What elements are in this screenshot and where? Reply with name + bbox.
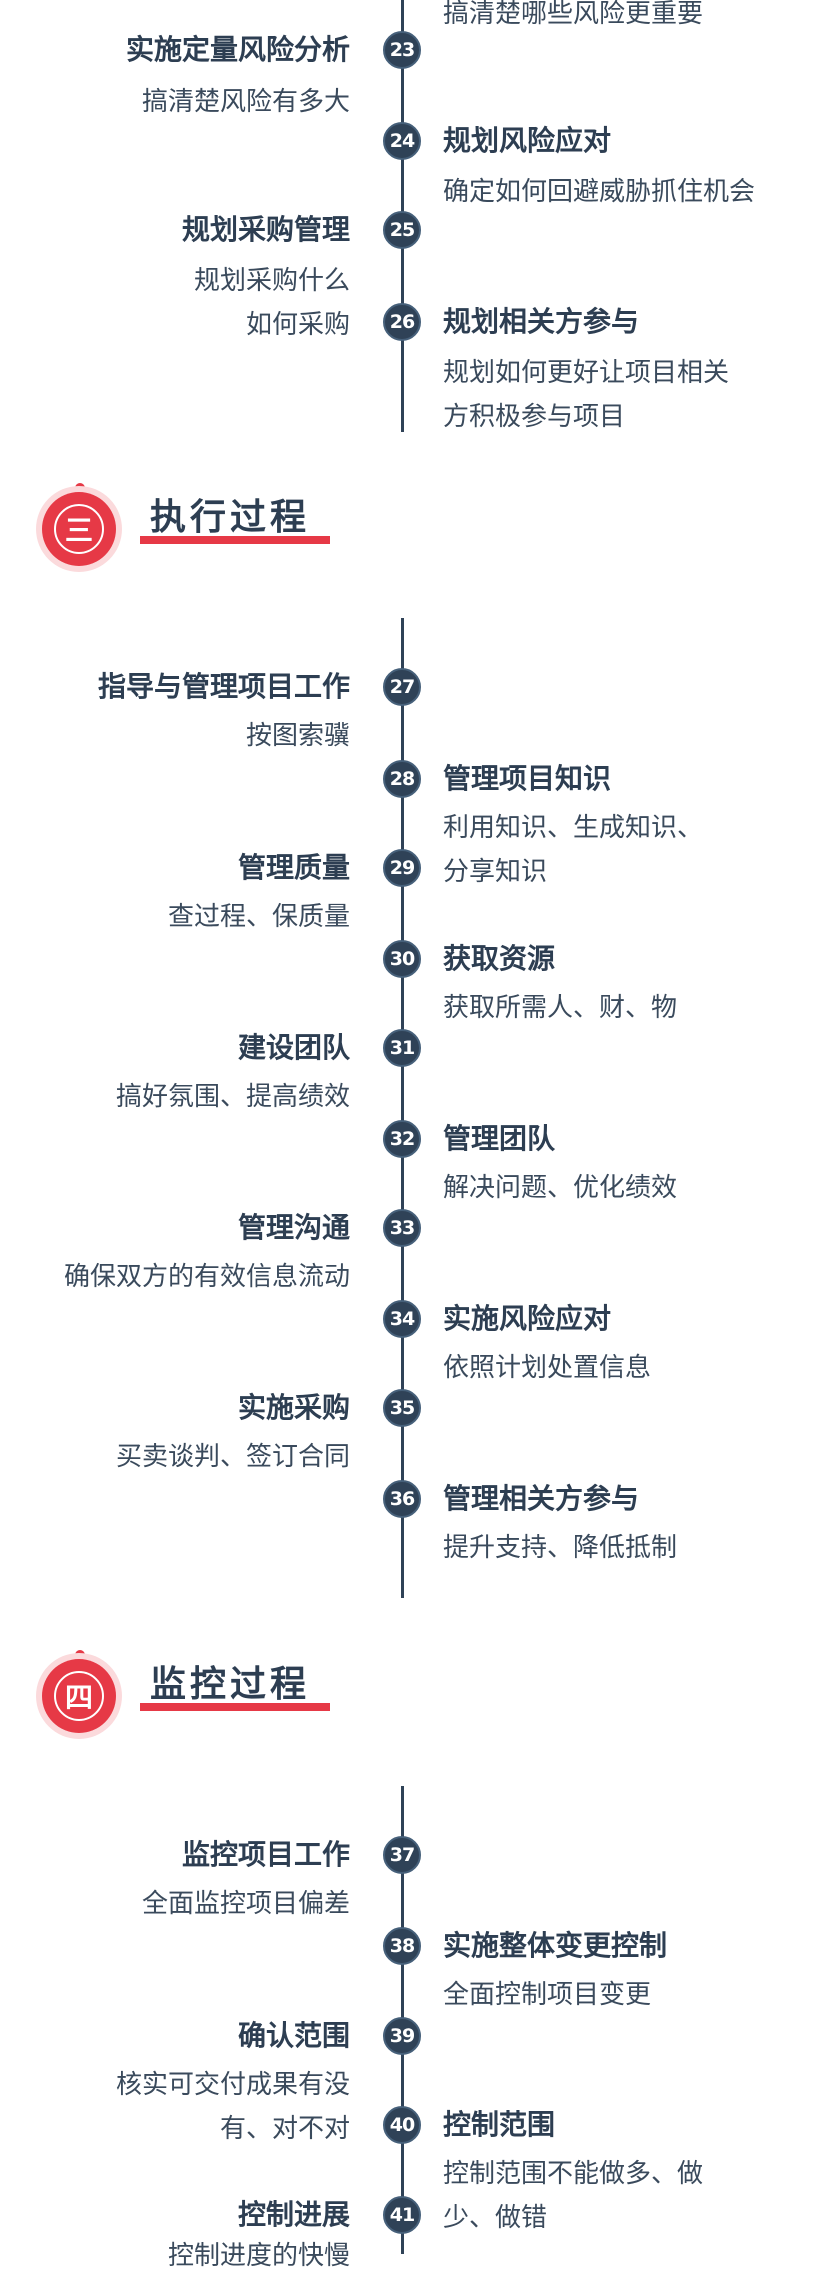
node-35: 35 xyxy=(383,1389,421,1427)
item-37-desc: 全面监控项目偏差 xyxy=(141,1889,350,1919)
node-26: 26 xyxy=(383,303,421,341)
item-41-title: 控制进展 xyxy=(237,2198,350,2231)
section-four-badge: 四 xyxy=(42,1659,116,1733)
item-25-title: 规划采购管理 xyxy=(181,213,350,246)
node-40: 40 xyxy=(383,2106,421,2144)
section-three-title: 执行过程 xyxy=(150,497,311,538)
item-22-desc: 搞清楚哪些风险更重要 xyxy=(443,0,704,29)
node-30: 30 xyxy=(383,940,421,978)
node-25: 25 xyxy=(383,211,421,249)
item-23-title: 实施定量风险分析 xyxy=(125,33,350,66)
node-34: 34 xyxy=(383,1300,421,1338)
item-31-desc: 搞好氛围、提高绩效 xyxy=(115,1082,350,1112)
item-25-desc: 规划采购什么 如何采购 xyxy=(193,266,350,340)
item-37-title: 监控项目工作 xyxy=(181,1838,350,1871)
node-37: 37 xyxy=(383,1836,421,1874)
node-36: 36 xyxy=(383,1480,421,1518)
section-three-underline xyxy=(140,536,330,544)
node-41: 41 xyxy=(383,2196,421,2234)
item-27-title: 指导与管理项目工作 xyxy=(97,670,350,703)
item-29-title: 管理质量 xyxy=(237,851,350,884)
item-39-desc: 核实可交付成果有没 有、对不对 xyxy=(115,2070,350,2144)
item-39-title: 确认范围 xyxy=(237,2019,350,2052)
item-27-desc: 按图索骥 xyxy=(245,721,350,751)
item-24-title: 规划风险应对 xyxy=(443,124,612,157)
item-28-title: 管理项目知识 xyxy=(443,762,612,795)
node-32: 32 xyxy=(383,1120,421,1158)
timeline-line-executing xyxy=(401,618,404,1598)
item-32-desc: 解决问题、优化绩效 xyxy=(443,1173,678,1203)
item-38-title: 实施整体变更控制 xyxy=(443,1929,668,1962)
item-41-desc: 控制进度的快慢 xyxy=(167,2241,350,2271)
node-27: 27 xyxy=(383,668,421,706)
item-36-desc: 提升支持、降低抵制 xyxy=(443,1533,678,1563)
item-23-desc: 搞清楚风险有多大 xyxy=(141,87,350,117)
item-28-desc: 利用知识、生成知识、 分享知识 xyxy=(443,813,704,887)
item-40-desc: 控制范围不能做多、做 少、做错 xyxy=(443,2159,704,2233)
item-30-title: 获取资源 xyxy=(443,942,556,975)
item-29-desc: 查过程、保质量 xyxy=(167,902,350,932)
item-34-desc: 依照计划处置信息 xyxy=(443,1353,652,1383)
item-35-desc: 买卖谈判、签订合同 xyxy=(115,1442,350,1472)
item-35-title: 实施采购 xyxy=(237,1391,350,1424)
node-29: 29 xyxy=(383,849,421,887)
node-31: 31 xyxy=(383,1029,421,1067)
item-33-desc: 确保双方的有效信息流动 xyxy=(63,1262,350,1292)
section-three-badge: 三 xyxy=(42,492,116,566)
section-four-underline xyxy=(140,1703,330,1711)
node-38: 38 xyxy=(383,1927,421,1965)
item-38-desc: 全面控制项目变更 xyxy=(443,1980,652,2010)
item-40-title: 控制范围 xyxy=(443,2108,556,2141)
item-30-desc: 获取所需人、财、物 xyxy=(443,993,678,1023)
section-four-dot xyxy=(75,1650,85,1660)
node-33: 33 xyxy=(383,1209,421,1247)
item-33-title: 管理沟通 xyxy=(237,1211,350,1244)
item-32-title: 管理团队 xyxy=(443,1122,556,1155)
section-three-dot xyxy=(75,483,85,493)
item-31-title: 建设团队 xyxy=(237,1031,350,1064)
node-24: 24 xyxy=(383,122,421,160)
item-26-desc: 规划如何更好让项目相关 方积极参与项目 xyxy=(443,358,730,432)
node-39: 39 xyxy=(383,2017,421,2055)
item-24-desc: 确定如何回避威胁抓住机会 xyxy=(443,177,756,207)
node-23: 23 xyxy=(383,31,421,69)
section-four-title: 监控过程 xyxy=(150,1664,311,1705)
item-34-title: 实施风险应对 xyxy=(443,1302,612,1335)
item-26-title: 规划相关方参与 xyxy=(443,305,640,338)
item-36-title: 管理相关方参与 xyxy=(443,1482,640,1515)
section-four-badge-label: 四 xyxy=(54,1671,104,1721)
section-three-badge-label: 三 xyxy=(54,504,104,554)
node-28: 28 xyxy=(383,760,421,798)
